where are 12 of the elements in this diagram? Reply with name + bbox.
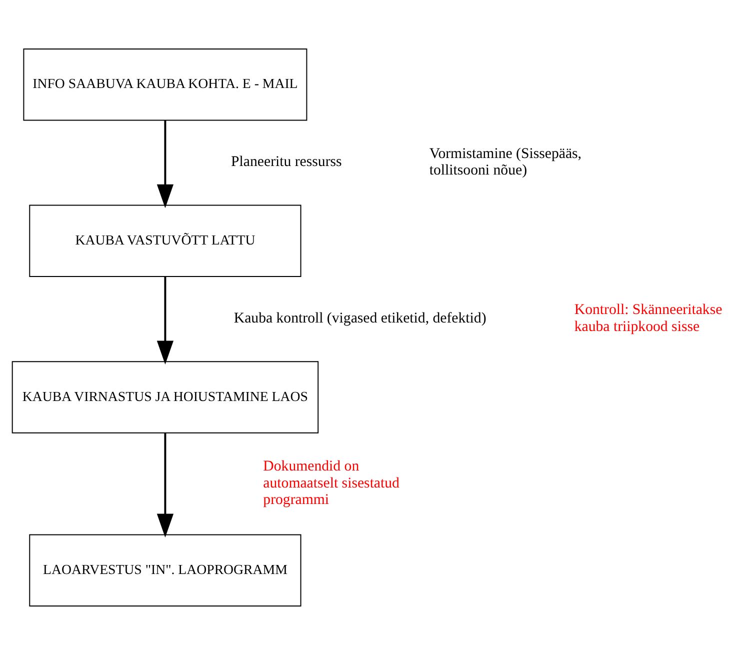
label: Vormistamine (Sissepääs, tollitsooni nõue): [429, 146, 582, 179]
node-box: INFO SAABUVA KAUBA KOHTA. E - MAIL: [23, 48, 308, 121]
arrow: [156, 120, 174, 208]
label: Dokumendid on automaatselt sisestatud programmi: [263, 458, 400, 508]
node-box: LAOARVESTUS "IN". LAOPROGRAMM: [29, 534, 302, 607]
label: Kauba kontroll (vigased etiketid, defektid): [234, 310, 486, 327]
label: Planeeritu ressurss: [231, 154, 342, 170]
arrow: [156, 276, 174, 364]
node-box: KAUBA VASTUVÕTT LATTU: [29, 204, 302, 278]
label: Kontroll: Skänneeritakse kauba triipkood sisse: [574, 302, 722, 335]
node-box: KAUBA VIRNASTUS JA HOIUSTAMINE LAOS: [12, 361, 319, 434]
arrow: [156, 432, 174, 538]
